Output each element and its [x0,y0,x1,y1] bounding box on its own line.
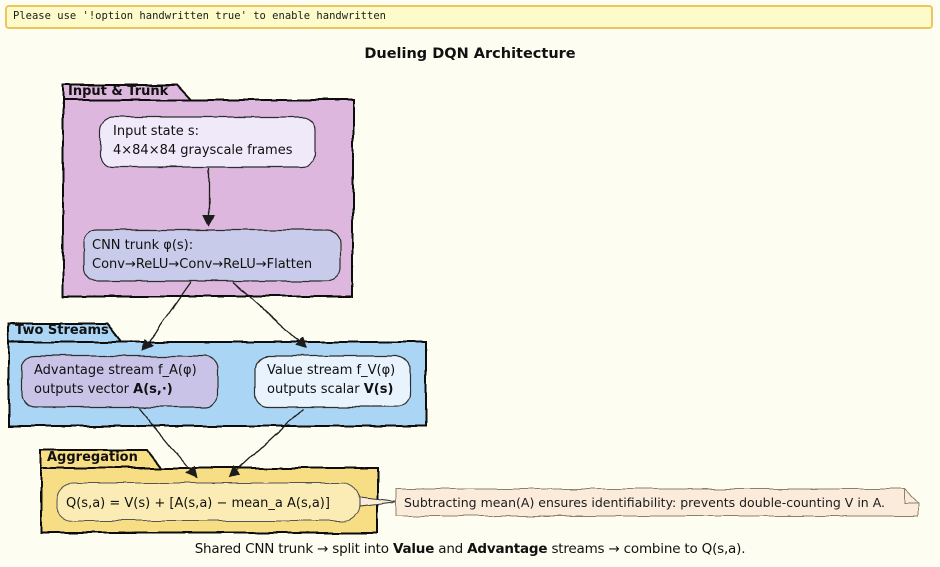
package-aggregation-tab [40,449,164,469]
caption-part3: streams → combine to Q(s,a). [547,541,746,557]
value-output-symbol: V(s) [363,382,394,397]
node-advantage-stream [21,355,219,408]
arrow-cnn-to-advantage [141,281,192,352]
node-input-state [99,116,316,168]
caption-part2: and [434,541,468,557]
cnn-trunk-line2: Conv→ReLU→Conv→ReLU→Flatten [92,257,313,272]
banner-text: Please use '!option handwritten true' to… [13,10,386,22]
package-two-streams-tab [8,323,124,343]
advantage-output-symbol: A(s,·) [133,382,173,397]
input-state-line2: 4×84×84 grayscale frames [113,143,293,158]
note-identifiability [395,488,919,517]
node-value-stream [254,355,411,408]
note-connector [359,496,399,507]
note-text: Subtracting mean(A) ensures identifiabil… [404,495,886,510]
advantage-line2: outputs vector A(s,·) [34,382,173,397]
cnn-trunk-line1: CNN trunk φ(s): [92,238,194,253]
note-fold-icon [903,489,918,504]
diagram-caption: Shared CNN trunk → split into Value and … [0,541,940,557]
arrow-value-to-q [228,408,304,479]
node-value-text: Value stream f_V(φ) outputs scalar V(s) [267,361,395,399]
node-cnn-trunk [83,229,341,282]
node-q-formula-text: Q(s,a) = V(s) + [A(s,a) − mean_a A(s,a)] [66,496,330,511]
node-cnn-trunk-text: CNN trunk φ(s): Conv→ReLU→Conv→ReLU→Flat… [92,236,312,274]
node-input-state-text: Input state s: 4×84×84 grayscale frames [113,122,292,160]
caption-bold-value: Value [392,541,435,557]
package-label-aggregation: Aggregation [47,450,138,465]
package-label-input-trunk: Input & Trunk [68,84,169,99]
caption-bold-advantage: Advantage [467,541,548,557]
value-line1: Value stream f_V(φ) [267,363,396,378]
input-state-line1: Input state s: [113,124,200,139]
package-label-two-streams: Two Streams [15,323,109,338]
package-input-trunk-tab [62,84,194,101]
page-title: Dueling DQN Architecture [364,46,576,62]
caption-part1: Shared CNN trunk → split into [194,541,393,557]
arrow-cnn-to-value [232,281,308,350]
node-advantage-text: Advantage stream f_A(φ) outputs vector A… [34,361,197,399]
handwritten-option-banner: Please use '!option handwritten true' to… [5,5,933,29]
arrow-advantage-to-q [138,407,198,479]
advantage-line1: Advantage stream f_A(φ) [34,363,197,378]
value-line2: outputs scalar V(s) [267,382,394,397]
